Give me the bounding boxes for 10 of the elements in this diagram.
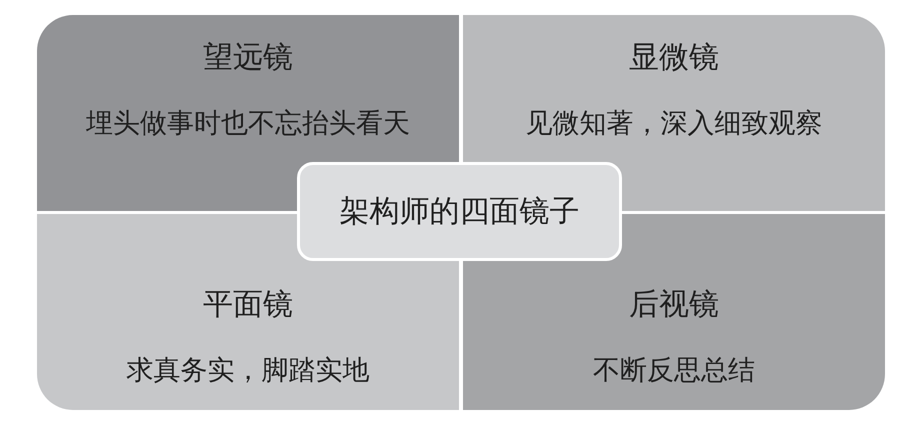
quadrant-heading: 望远镜 [203,43,293,73]
quadrant-heading: 后视镜 [629,290,719,320]
quadrant-heading: 显微镜 [629,43,719,73]
quadrant-description: 求真务实，脚踏实地 [126,357,370,384]
center-box [297,162,622,261]
quadrant-description: 不断反思总结 [593,357,755,384]
quadrant-heading: 平面镜 [203,290,293,320]
quadrant-description: 见微知著，深入细致观察 [526,110,822,137]
quadrant-description: 埋头做事时也不忘抬头看天 [86,110,410,137]
center-title: 架构师的四面镜子 [340,196,580,226]
